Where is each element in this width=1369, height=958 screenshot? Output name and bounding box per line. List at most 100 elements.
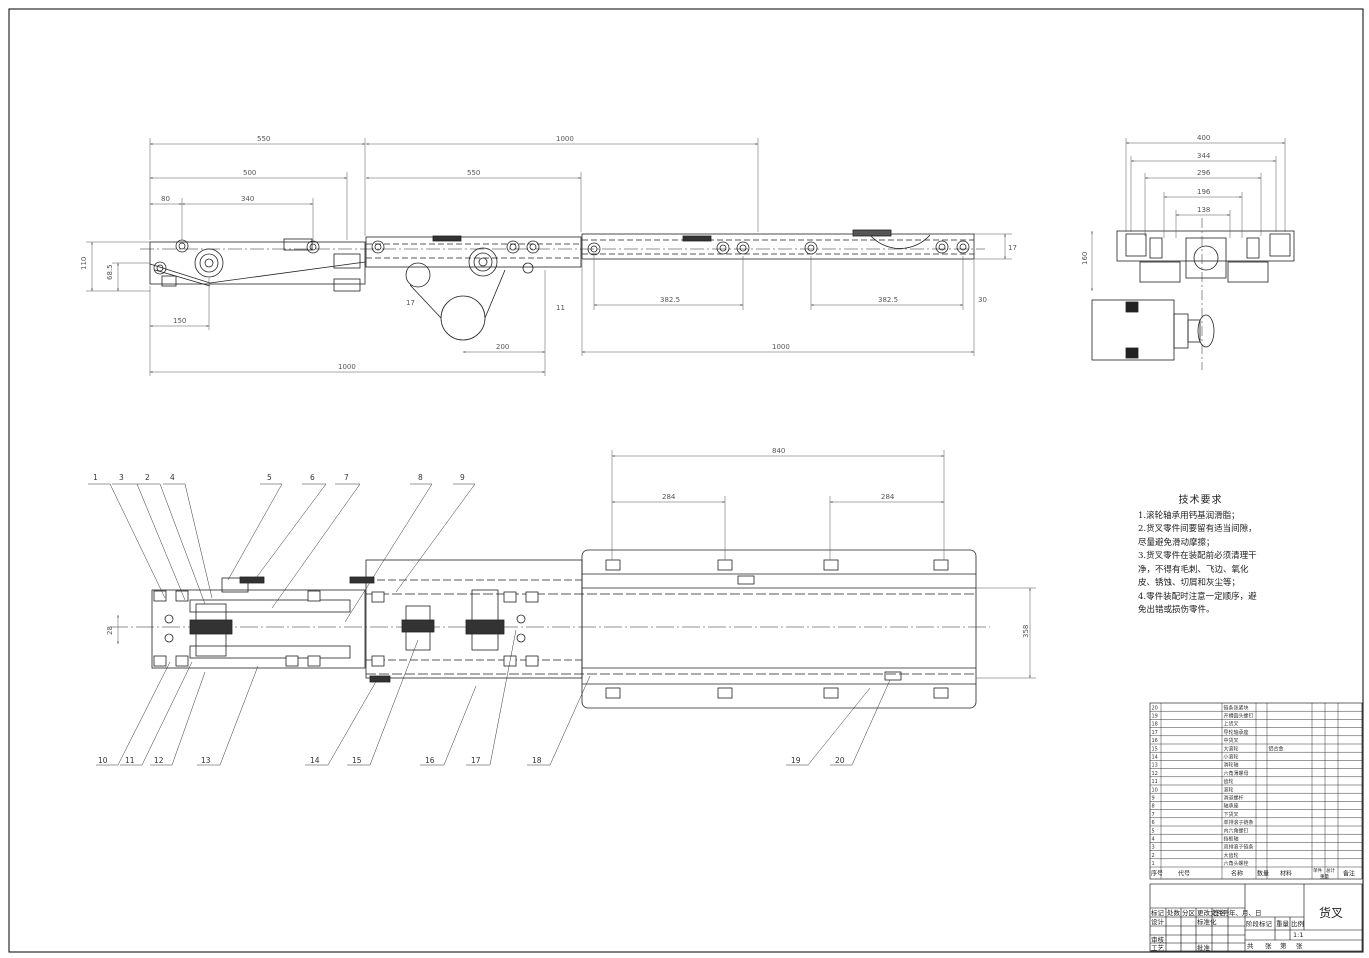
bom-cell: 齿轮 <box>1224 778 1234 785</box>
stage-weight: 重量 <box>1276 920 1290 928</box>
bom-cell: 单排滚子链条 <box>1224 819 1254 826</box>
dim-plan-284b: 284 <box>881 493 895 501</box>
bom-header-cell: 代号 <box>1178 870 1190 878</box>
bom-cell: 12 <box>1152 771 1158 777</box>
note-line-3: 3.货叉零件在装配前必须清理干净，不得有毛刺、飞边、氧化皮、锈蚀、切屑和灰尘等； <box>1138 551 1257 588</box>
plan-view-dimensions: 840 284 284 28 358 <box>106 447 1036 679</box>
sheet-no-unit: 张 <box>1296 941 1303 950</box>
dim-side-11: 11 <box>556 304 565 312</box>
dim-plan-358: 358 <box>1022 625 1030 638</box>
title-block-text: 货叉 标记 处数 分区 更改文件号 签名 年、月、日 设计 标准化 审核 工艺 … <box>1151 905 1343 952</box>
bom-cell: 滑道螺杆 <box>1224 795 1244 802</box>
bom-cell: 3 <box>1152 845 1155 851</box>
scale-value: 1:1 <box>1293 931 1303 939</box>
sign-signature: 签名 <box>1213 908 1226 917</box>
dim-side-1000: 1000 <box>556 135 574 143</box>
sheet-border <box>8 8 1364 953</box>
dim-side-68: 68.5 <box>106 264 114 280</box>
bom-cell: 2 <box>1152 853 1155 859</box>
bom-header-cell: 单件 <box>1313 867 1322 874</box>
bom-cell: 六角头螺栓 <box>1224 860 1249 867</box>
part-label-16: 16 <box>425 756 435 765</box>
note-line-1: 1.滚轮轴承用钙基润滑脂； <box>1138 510 1240 521</box>
middle-fork-body <box>365 236 582 268</box>
dim-side-110: 110 <box>80 257 88 270</box>
side-view-dimensions: 550 1000 500 550 80 340 150 200 1000 382… <box>80 135 1017 376</box>
part-label-12: 12 <box>154 756 164 765</box>
bom-cell: 导轮轴承座 <box>1224 729 1249 736</box>
part-label-17: 17 <box>471 756 481 765</box>
dim-side-1000b: 1000 <box>338 363 356 371</box>
bom-cell: 大齿轮 <box>1224 852 1239 859</box>
bom-cell: 轴承座 <box>1224 803 1239 810</box>
sign-zone: 分区 <box>1182 908 1196 917</box>
part-label-14: 14 <box>310 756 320 765</box>
role-standard: 标准化 <box>1197 917 1217 926</box>
stage-scale: 比例 <box>1291 919 1304 928</box>
bom-cell: 15 <box>1152 746 1158 752</box>
note-line-2: 2.货叉零件间要留有适当间隙，尽量避免滑动摩擦； <box>1138 524 1257 548</box>
sign-date: 年、月、日 <box>1229 908 1262 917</box>
part-label-19: 19 <box>791 756 801 765</box>
bom-cell: 4 <box>1152 837 1155 843</box>
bom-cell: 16 <box>1152 738 1158 744</box>
part-label-4: 4 <box>170 473 175 482</box>
part-label-10: 10 <box>98 756 108 765</box>
bom-header-cell: 材料 <box>1280 870 1292 878</box>
part-label-18: 18 <box>532 756 542 765</box>
bom-cell: 内六角螺钉 <box>1224 827 1249 834</box>
plan-view <box>110 549 990 709</box>
dim-end-400: 400 <box>1197 134 1210 142</box>
dim-end-160: 160 <box>1081 252 1089 265</box>
sign-count: 处数 <box>1167 908 1181 917</box>
bom-cell: 17 <box>1152 730 1158 736</box>
part-label-11: 11 <box>125 756 135 765</box>
bom-cell: 滚轮 <box>1224 786 1234 793</box>
role-process: 工艺 <box>1151 944 1165 952</box>
part-label-13: 13 <box>201 756 211 765</box>
part-leaders <box>88 483 891 766</box>
bom-cell: 中货叉 <box>1224 737 1239 744</box>
dim-side-80: 80 <box>161 195 170 203</box>
bom-cell: 18 <box>1152 722 1158 728</box>
bom-cell: 9 <box>1152 796 1155 802</box>
sheet-no-label: 第 <box>1280 941 1287 950</box>
bom-cell: 14 <box>1152 755 1158 761</box>
bom-cell: 11 <box>1152 779 1158 785</box>
bom-cell: 6 <box>1152 820 1155 826</box>
role-review: 审核 <box>1151 935 1165 944</box>
bom-cell: 上货叉 <box>1224 721 1239 728</box>
part-label-20: 20 <box>835 756 845 765</box>
bom-cell: 1 <box>1152 861 1155 867</box>
part-label-3: 3 <box>119 473 124 482</box>
role-design: 设计 <box>1151 917 1165 926</box>
bom-cell: 小滚轮 <box>1224 754 1239 761</box>
bom-header-cell: 序号 <box>1151 870 1163 878</box>
part-label-6: 6 <box>310 473 315 482</box>
sign-mark: 标记 <box>1151 908 1165 917</box>
bom-header-cell: 数量 <box>1257 870 1269 878</box>
dim-side-17a: 17 <box>406 299 415 307</box>
dim-plan-840: 840 <box>772 447 785 455</box>
bom-cell: 铝合金 <box>1269 745 1284 752</box>
dim-plan-28: 28 <box>106 626 114 635</box>
title-block <box>1149 883 1363 952</box>
dim-side-382b: 382.5 <box>878 296 898 304</box>
part-label-2: 2 <box>145 473 150 482</box>
bom-cell: 双排滚子链条 <box>1224 844 1254 851</box>
sign-doc: 更改文件号 <box>1197 908 1230 917</box>
note-line-4: 4.零件装配时注意一定顺序，避免出错或损伤零件。 <box>1138 591 1257 616</box>
bom-header-cell: 备注 <box>1343 870 1355 878</box>
dim-side-30: 30 <box>978 296 987 304</box>
sheet-total-label: 共 <box>1247 941 1254 950</box>
dim-side-340: 340 <box>241 195 254 203</box>
dim-plan-284a: 284 <box>662 493 676 501</box>
bom-cell: 开槽圆头螺钉 <box>1224 713 1254 720</box>
bom-cell: 19 <box>1152 714 1158 720</box>
side-view <box>140 229 985 341</box>
bom-cell: 挡板轴 <box>1224 836 1239 843</box>
part-label-9: 9 <box>460 473 465 482</box>
part-label-7: 7 <box>344 473 349 482</box>
dim-side-550: 550 <box>257 135 270 143</box>
